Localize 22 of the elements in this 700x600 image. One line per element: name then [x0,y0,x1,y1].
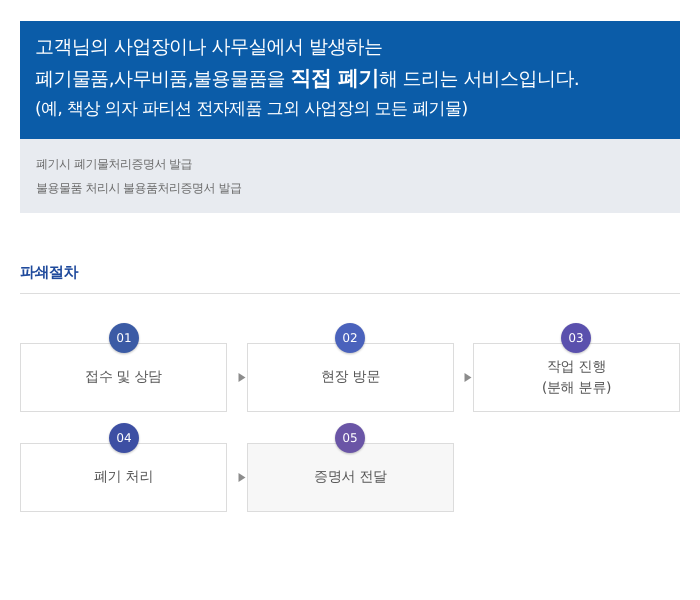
step-label: 폐기 처리 [94,468,153,487]
process-step [473,343,680,412]
step-number: 05 [335,423,365,453]
info-text: 불용물품 처리시 불용품처리증명서 발급 [36,180,242,197]
step-number: 02 [335,323,365,353]
step-number: 04 [109,423,139,453]
section-heading: 파쇄절차 [20,262,78,282]
process-step [20,443,227,512]
step-label: 현장 방문 [321,368,380,387]
banner-text: 고객님의 사업장이나 사무실에서 발생하는 폐기물품,사무비품,불용물품을 직접 폐기해 드리는 서비스입니다. [35,35,580,92]
info-text: 폐기시 폐기물처리증명서 발급 [36,156,192,173]
info-panel [20,139,680,213]
banner [20,21,680,139]
process-step [247,443,454,512]
step-number: 01 [109,323,139,353]
banner-subtext: (예, 책상 의자 파티션 전자제품 그외 사업장의 모든 폐기물) [35,98,468,121]
process-step [20,343,227,412]
step-label: 접수 및 상담 [85,368,162,387]
step-label: 증명서 전달 [314,468,387,487]
process-step [247,343,454,412]
step-number: 03 [561,323,591,353]
step-label: 작업 진행 (분해 분류) [540,358,612,398]
